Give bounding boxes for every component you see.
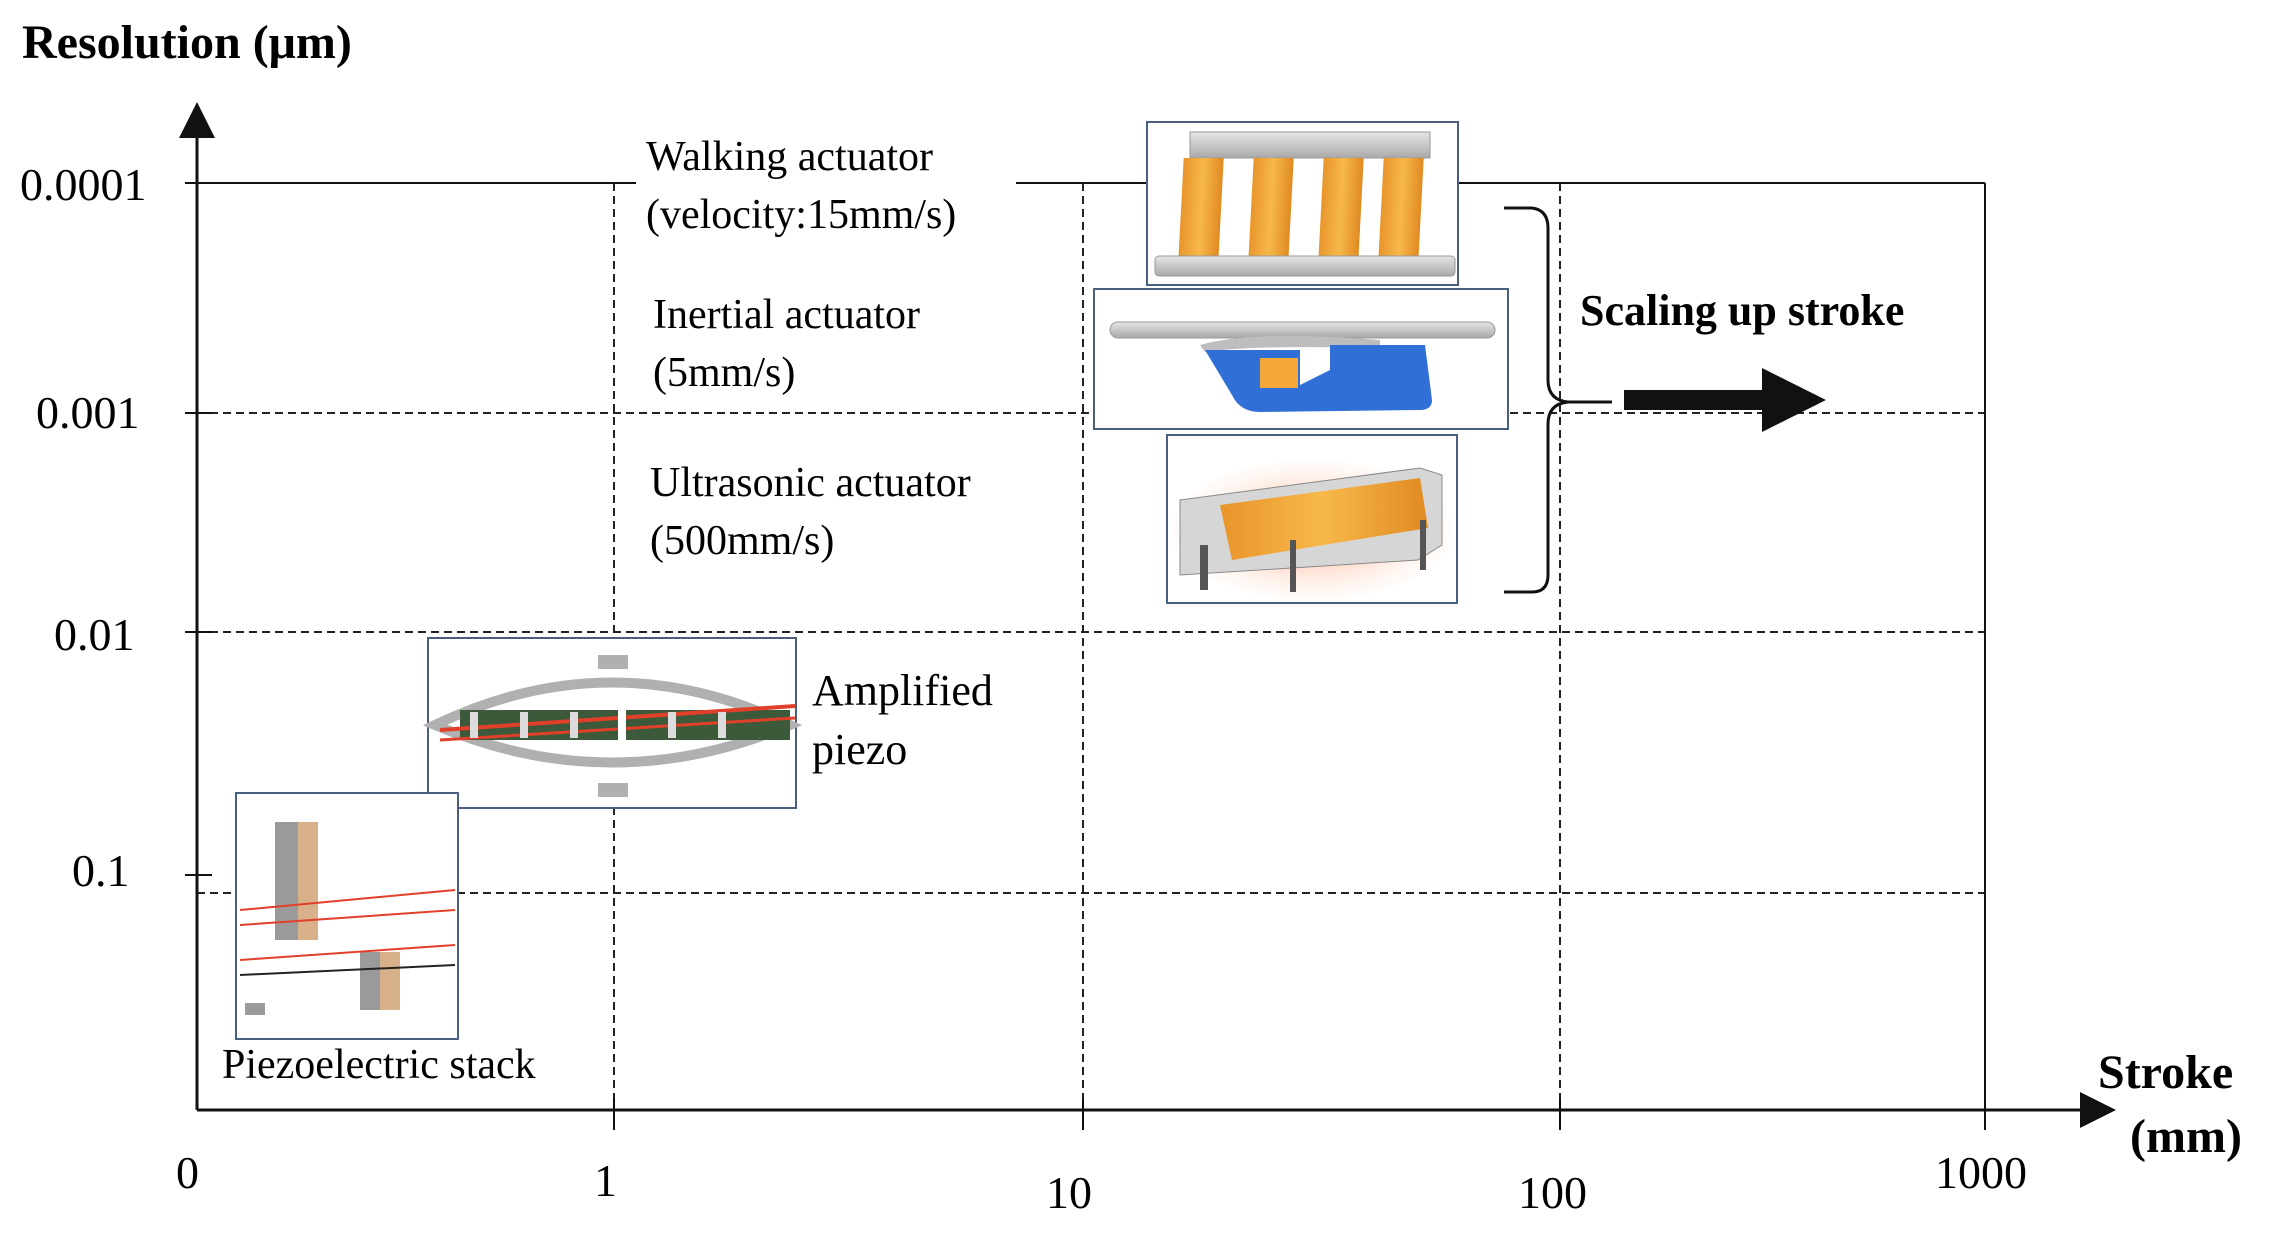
- x-tick-label: 1000: [1935, 1147, 2027, 1198]
- amplified-piezo-icon: [422, 637, 803, 809]
- x-axis-title-line2: (mm): [2130, 1110, 2242, 1163]
- y-tick-label: 0.0001: [20, 159, 147, 210]
- ultrasonic-actuator-icon: [1166, 434, 1458, 604]
- walking-actuator-icon: [1146, 121, 1459, 286]
- y-axis-title: Resolution (μm): [22, 16, 352, 69]
- y-tick-label: 0.001: [36, 387, 140, 438]
- ultrasonic-actuator-label-line1: Ultrasonic actuator: [650, 460, 971, 506]
- x-tick-label: 0: [176, 1147, 199, 1198]
- ultrasonic-actuator-label-line2: (500mm/s): [650, 518, 834, 564]
- scaling-annotation: Scaling up stroke: [1580, 286, 1904, 335]
- amplified-piezo-label-line2: piezo: [812, 725, 907, 774]
- inertial-actuator-icon: [1093, 288, 1509, 430]
- piezo-stack-icon: [235, 792, 459, 1040]
- x-tick-label: 1: [594, 1155, 617, 1206]
- walking-actuator-label-line2: (velocity:15mm/s): [646, 192, 956, 238]
- inertial-actuator-label-line1: Inertial actuator: [653, 292, 920, 338]
- x-axis-title-line1: Stroke: [2098, 1046, 2233, 1099]
- y-tick-label: 0.01: [54, 609, 135, 660]
- walking-actuator-label-line1: Walking actuator: [646, 134, 933, 180]
- y-tick-label: 0.1: [72, 845, 130, 896]
- piezo-stack-label: Piezoelectric stack: [222, 1042, 536, 1088]
- inertial-actuator-label-line2: (5mm/s): [653, 350, 795, 396]
- x-tick-label: 100: [1518, 1167, 1587, 1218]
- scaling-arrow: [1624, 368, 1826, 432]
- x-tick-label: 10: [1046, 1167, 1092, 1218]
- bracket: [1504, 206, 1569, 594]
- amplified-piezo-label-line1: Amplified: [812, 666, 993, 715]
